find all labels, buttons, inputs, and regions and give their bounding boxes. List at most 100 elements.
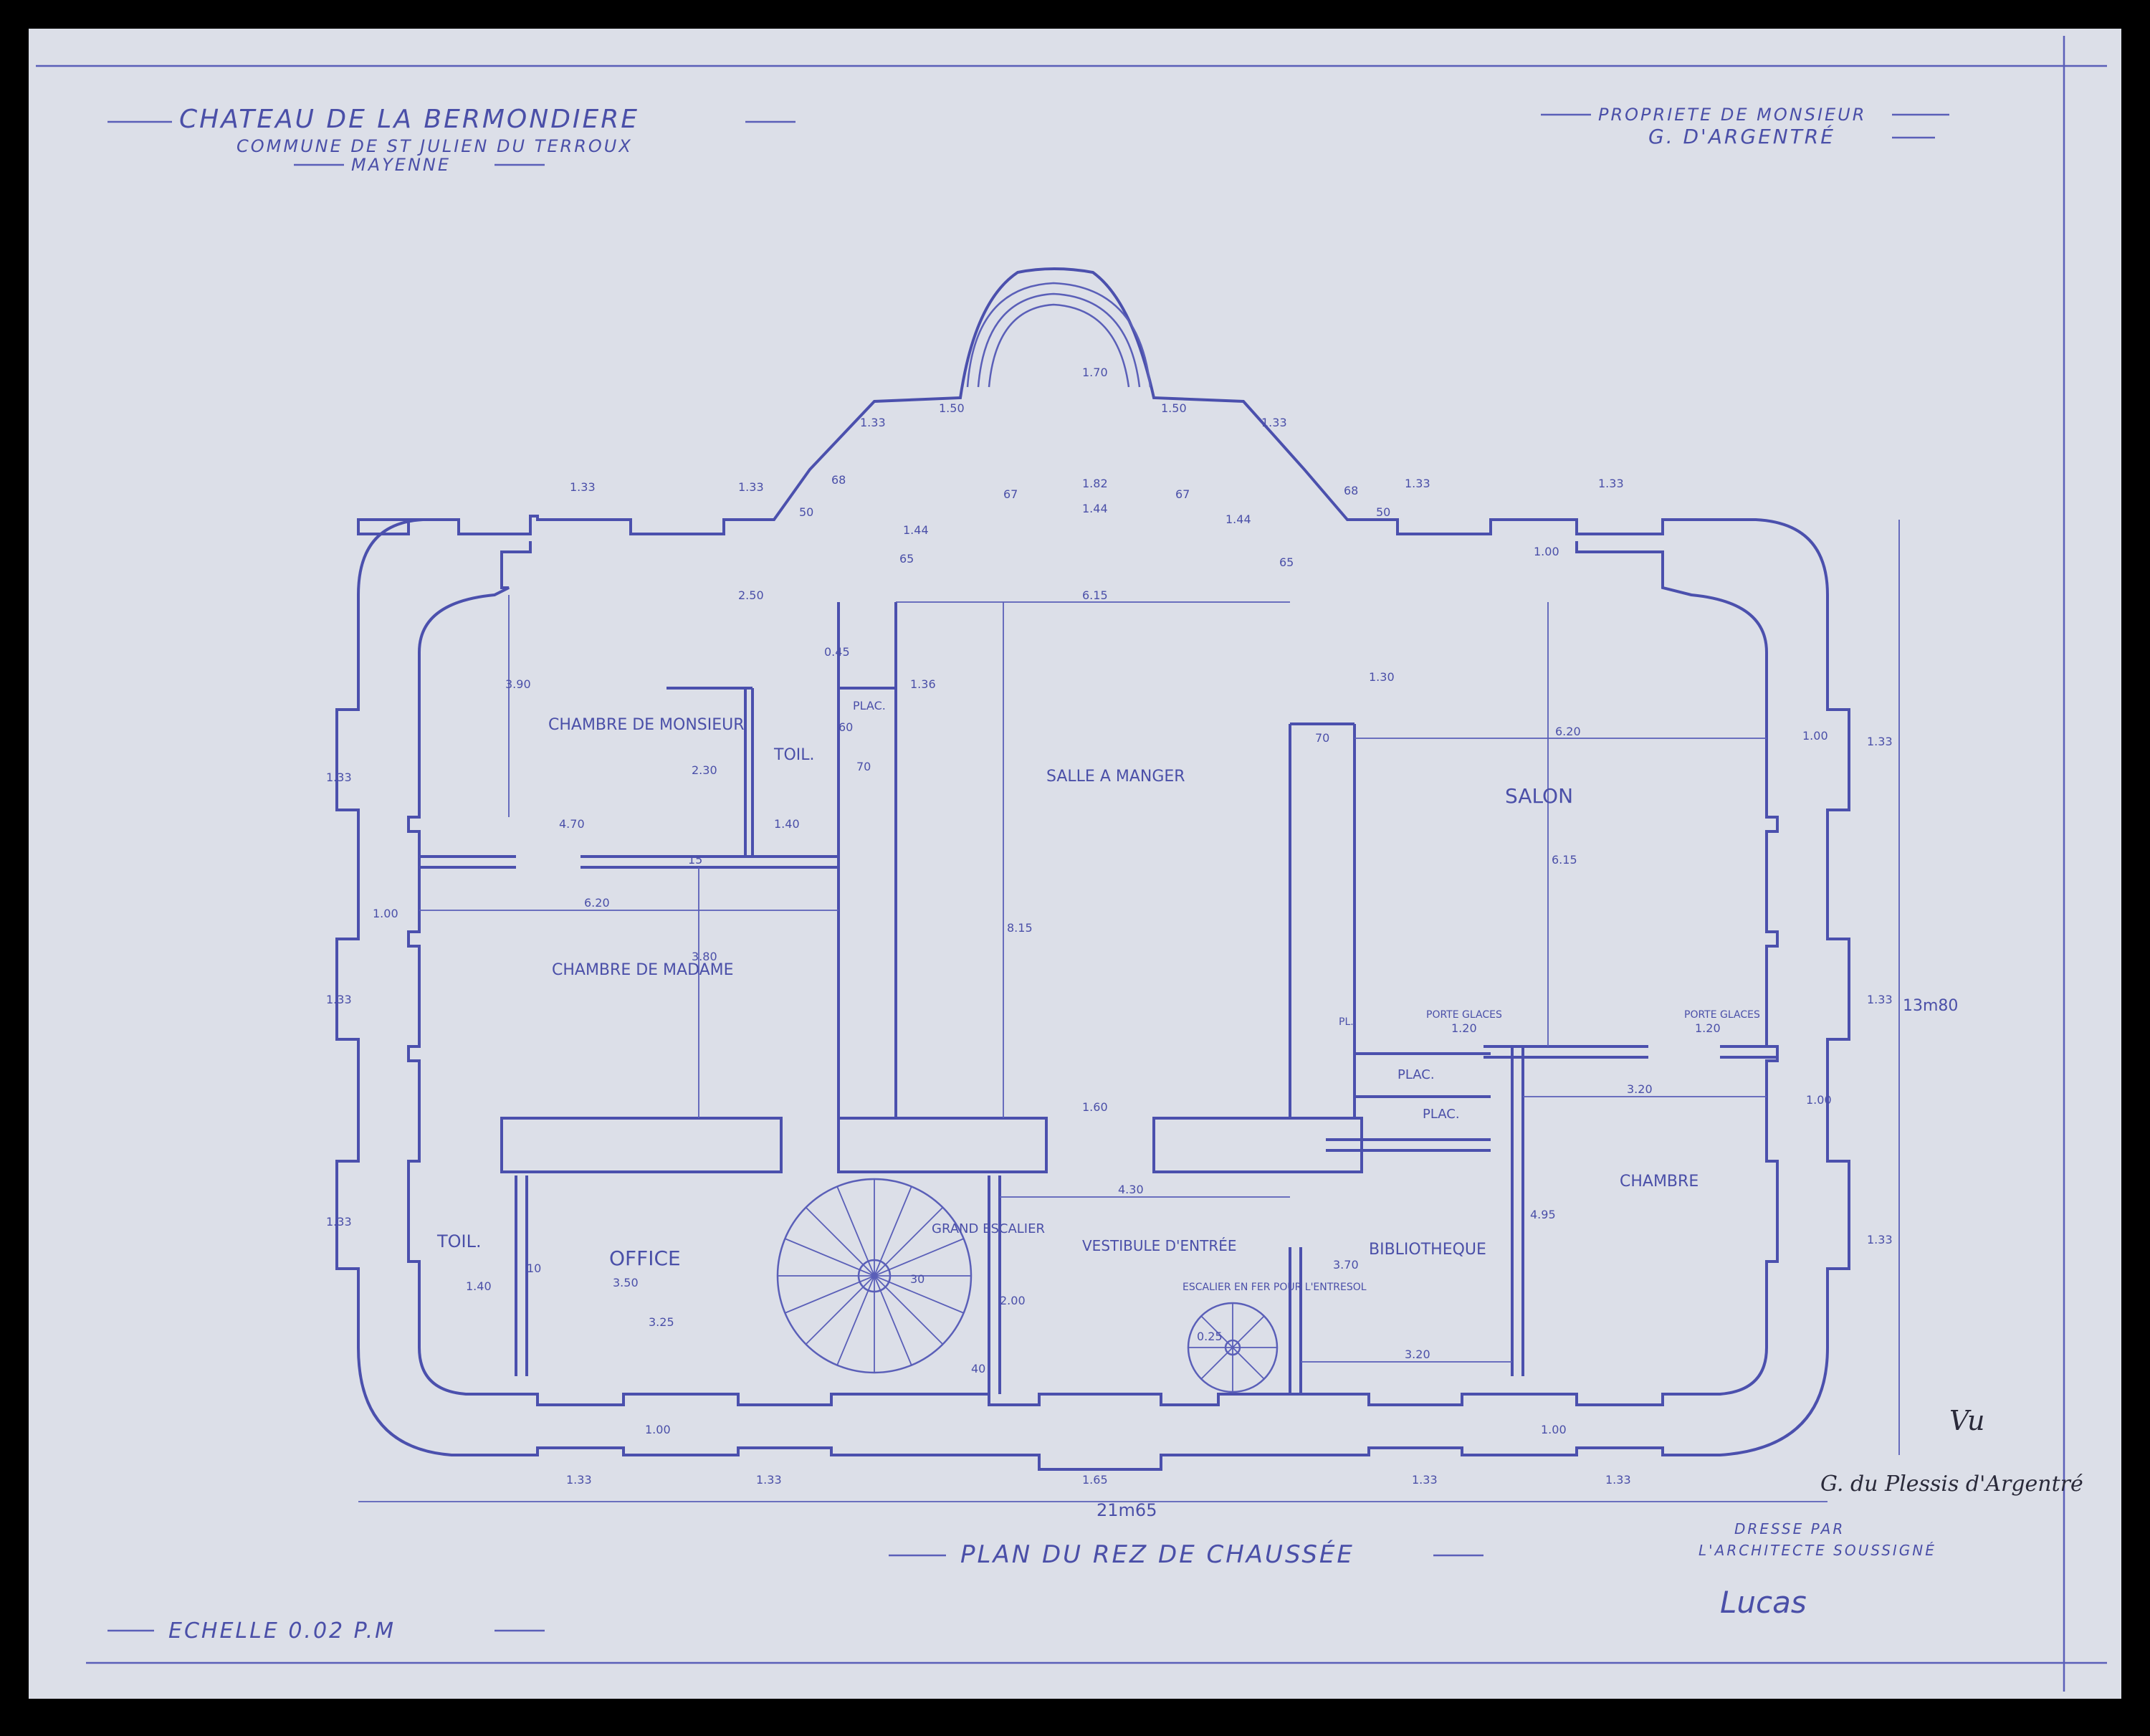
dim-120-a: 1.20 [1451,1021,1477,1035]
dim-133-br1: 1.33 [1412,1473,1438,1487]
room-plac-2: PLAC. [1423,1107,1460,1122]
room-labels: CHAMBRE DE MONSIEUR TOIL. PLAC. SALLE A … [436,699,1760,1293]
dim-133-tl1: 1.33 [570,480,596,494]
dim-60: 60 [838,720,853,734]
dim-150-r: 1.50 [1161,401,1187,415]
owner-signature: G. du Plessis d'Argentré [1820,1472,2083,1497]
dim-133-br2: 1.33 [1605,1473,1631,1487]
department-text: MAYENNE [351,155,451,175]
dim-133-v5: 1.33 [1867,993,1893,1006]
dim-65-b: 65 [1279,555,1294,569]
dim-430: 4.30 [1118,1183,1144,1196]
dimension-lines [358,520,1900,1502]
dim-50-a: 50 [799,505,813,519]
dim-67-b: 67 [1175,487,1190,501]
dim-133-arc-r: 1.33 [1261,416,1287,429]
dim-100-e: 1.00 [645,1423,671,1436]
dim-380: 3.80 [692,950,717,963]
dim-133-v3: 1.33 [326,1215,352,1229]
iron-staircase [1187,1302,1279,1393]
room-bibliotheque: BIBLIOTHEQUE [1369,1241,1486,1259]
dim-70-a: 70 [856,760,871,773]
header-left: CHATEAU DE LA BERMONDIERE COMMUNE DE ST … [108,105,796,175]
room-chambre-monsieur: CHAMBRE DE MONSIEUR [548,716,745,734]
propriete-line2: G. D'ARGENTRÉ [1648,124,1835,148]
architect-signature: Lucas [1720,1585,1807,1620]
dim-100-b: 1.00 [1802,729,1828,743]
room-chambre: CHAMBRE [1620,1173,1698,1191]
room-salon: SALON [1505,784,1573,808]
propriete-line1: PROPRIETE DE MONSIEUR [1598,105,1866,125]
dim-325: 3.25 [649,1315,674,1329]
room-office: OFFICE [609,1246,681,1270]
room-grand-escalier: GRAND ESCALIER [932,1221,1045,1236]
dim-182: 1.82 [1082,477,1108,490]
dresse-par: DRESSE PAR [1734,1520,1845,1537]
dim-165: 1.65 [1082,1473,1108,1487]
plan-title-block: PLAN DU REZ DE CHAUSSÉE ECHELLE 0.02 P.M [108,1540,1484,1644]
vu-mark: Vu [1949,1405,1985,1436]
dim-495: 4.95 [1530,1208,1556,1221]
room-chambre-madame: CHAMBRE DE MADAME [552,961,734,979]
dim-120-b: 1.20 [1695,1021,1721,1035]
dim-815: 8.15 [1007,921,1033,935]
dim-130: 1.30 [1369,670,1395,684]
porte-glaces-2: PORTE GLACES [1684,1009,1760,1021]
dim-68-b: 68 [1344,484,1358,497]
room-toil-bottom: TOIL. [436,1231,482,1251]
dim-133-tr2: 1.33 [1598,477,1624,490]
dim-133-v4: 1.33 [1867,735,1893,748]
plan-title: PLAN DU REZ DE CHAUSSÉE [960,1540,1354,1569]
signature-block: DRESSE PAR L'ARCHITECTE SOUSSIGNÉ Lucas [1698,1520,1936,1620]
porte-glaces-1: PORTE GLACES [1426,1009,1502,1021]
dim-390: 3.90 [505,677,531,691]
dim-615: 6.15 [1082,588,1108,602]
dim-1380: 13m80 [1903,997,1958,1015]
dim-133-tl2: 1.33 [738,480,764,494]
dim-67-a: 67 [1003,487,1018,501]
dim-133-bl2: 1.33 [756,1473,782,1487]
room-escalier-fer: ESCALIER EN FER POUR L'ENTRESOL [1182,1282,1367,1293]
dim-45: 0.45 [824,645,850,659]
dim-50-b: 50 [1376,505,1390,519]
architecte-soussigne: L'ARCHITECTE SOUSSIGNÉ [1698,1542,1936,1559]
dim-620-top: 6.20 [1555,725,1581,738]
room-toil-top: TOIL. [773,746,815,764]
dim-2165: 21m65 [1096,1500,1157,1520]
dim-133-tr1: 1.33 [1405,477,1430,490]
dim-170: 1.70 [1082,366,1108,379]
dim-100-d: 1.00 [373,907,398,920]
dim-250: 2.50 [738,588,764,602]
commune-text: COMMUNE DE ST JULIEN DU TERROUX [236,136,633,156]
dim-470: 4.70 [559,817,585,831]
dim-133-arc-l: 1.33 [860,416,886,429]
grand-staircase [776,1178,973,1374]
dim-615v: 6.15 [1552,853,1577,867]
semicircular-steps [966,282,1152,388]
dim-370: 3.70 [1333,1258,1359,1272]
dim-40: 40 [971,1362,985,1375]
dim-320-b: 3.20 [1405,1348,1430,1361]
approval-block: Vu G. du Plessis d'Argentré [1820,1405,2083,1497]
dim-133-v1: 1.33 [326,771,352,784]
room-pl: PL. [1339,1016,1354,1028]
dim-133-bl1: 1.33 [566,1473,592,1487]
room-vestibule: VESTIBULE D'ENTRÉE [1082,1237,1237,1254]
dim-140-b: 1.40 [466,1279,492,1293]
dim-100-a: 1.00 [1534,545,1559,558]
dim-15: 15 [688,853,702,867]
dim-136: 1.36 [910,677,936,691]
scale-text: ECHELLE 0.02 P.M [168,1618,396,1644]
sheet-border [36,36,2107,1692]
dim-70-b: 70 [1315,731,1329,745]
dim-100-c: 1.00 [1806,1093,1832,1107]
dim-65-a: 65 [899,552,914,566]
dim-150-l: 1.50 [939,401,965,415]
dim-620-mid: 6.20 [584,896,610,910]
dim-230: 2.30 [692,763,717,777]
chateau-title: CHATEAU DE LA BERMONDIERE [179,105,639,134]
dim-68-a: 68 [831,473,846,487]
dim-350: 3.50 [613,1276,639,1289]
